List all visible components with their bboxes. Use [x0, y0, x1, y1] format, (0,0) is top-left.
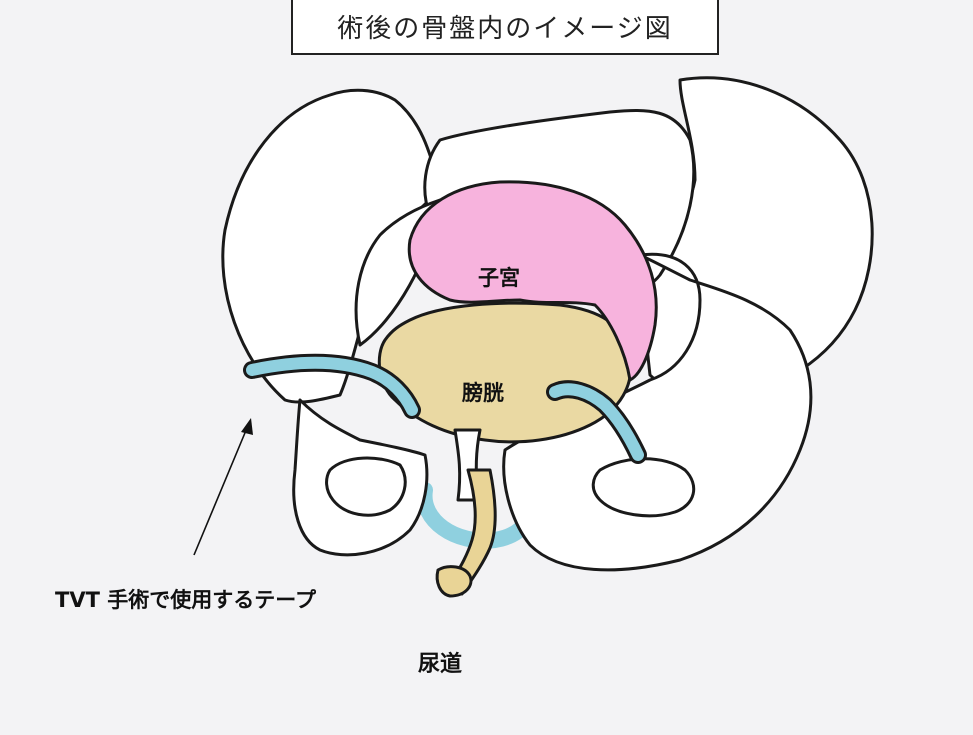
tape-pointer-arrow [194, 418, 253, 555]
page-title: 術後の骨盤内のイメージ図 [291, 0, 719, 55]
left-obturator-foramen [327, 458, 406, 515]
uterus-label: 子宮 [478, 262, 520, 292]
bladder-shape [379, 303, 631, 442]
tape-label: TVT 手術で使用するテープ [55, 584, 316, 614]
right-obturator-foramen [593, 459, 693, 516]
urethra-label: 尿道 [418, 646, 462, 678]
urethra-tip [437, 567, 471, 596]
bladder-label: 膀胱 [462, 377, 504, 407]
